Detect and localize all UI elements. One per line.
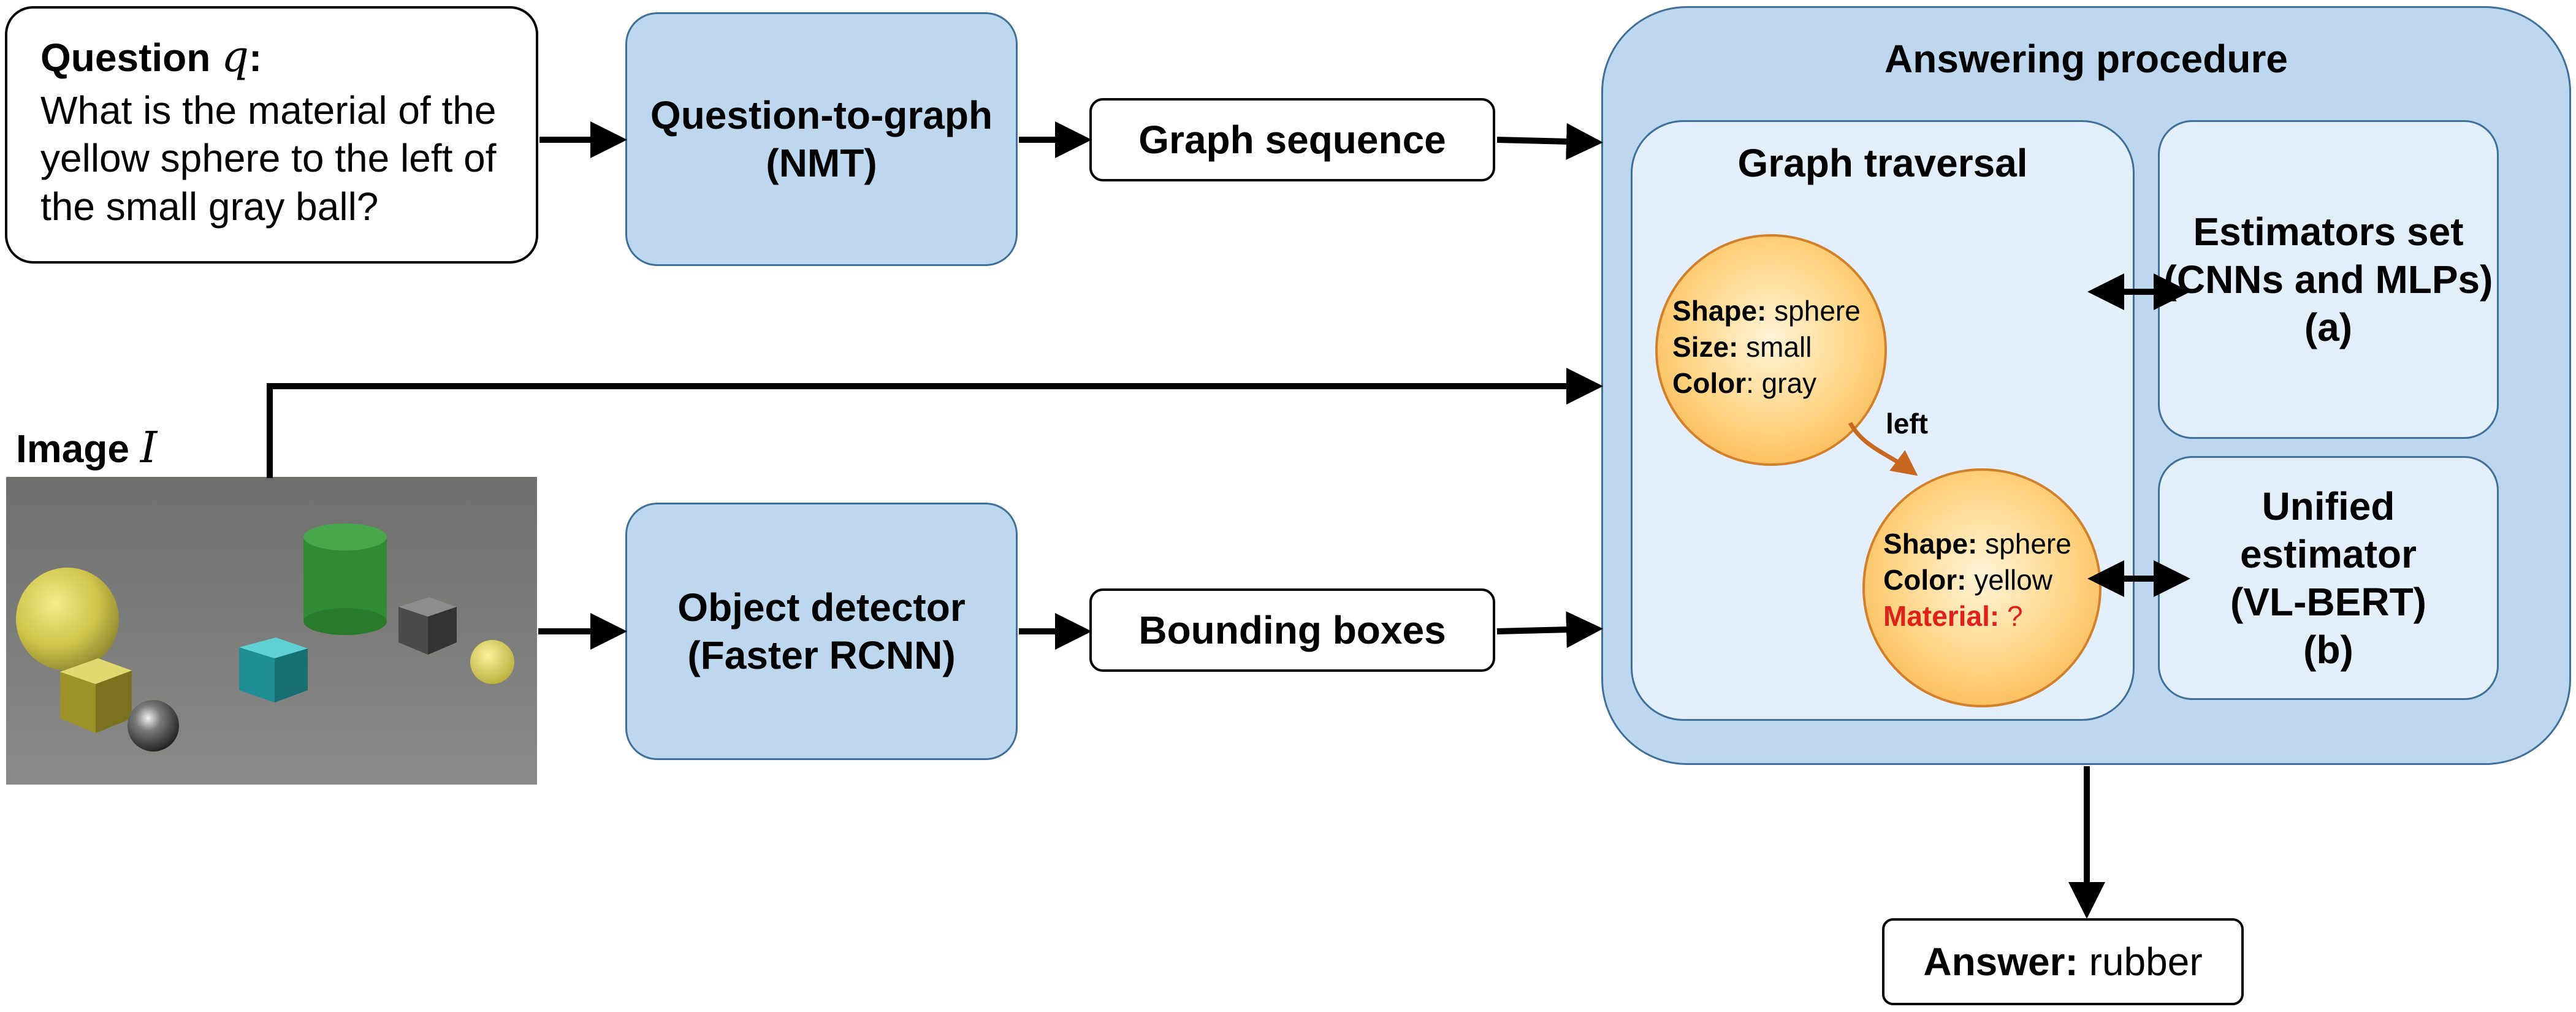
node2-material-value: ? [2006,599,2023,632]
arrow-image-to-answering [267,368,1603,478]
estimators-set-panel: Estimators set (CNNs and MLPs) (a) [2158,120,2499,439]
bounding-boxes-label: Bounding boxes [1138,607,1446,652]
question-line-1: What is the material of the [40,88,497,133]
estimator-a-label: (a) [2304,305,2353,350]
question-to-graph-label: Question-to-graph [650,93,993,137]
estimator-label: estimator [2239,531,2417,576]
node1-attributes: Shape: sphere Size: small Color: gray [1672,293,1861,401]
node1-size-value: small [1746,330,1812,363]
question-symbol: q [221,31,249,82]
edge-arrow-left [1848,422,1918,476]
question-line-3: the small gray ball? [40,184,379,229]
node1-size-key: Size: [1672,330,1739,363]
gray-cube [398,597,457,655]
question-to-graph-module: Question-to-graph (NMT) [625,12,1018,266]
question-line-2: yellow sphere to the left of [40,136,497,181]
unified-estimator-panel: Unified estimator (VL-BERT) (b) [2158,456,2499,700]
cnns-mlps-label: (CNNs and MLPs) [2163,257,2493,302]
image-label: Image [16,427,129,471]
nmt-label: (NMT) [766,141,877,185]
gold-cube [60,658,132,733]
node1-shape-value: sphere [1774,295,1861,327]
question-label: Question [40,36,211,80]
node2-color-key: Color: [1883,563,1967,596]
object-detector-module: Object detector (Faster RCNN) [625,503,1018,760]
graph-sequence-box: Graph sequence [1089,98,1495,181]
green-cylinder [303,523,387,635]
node1-color-value: : gray [1746,367,1817,399]
bounding-boxes-box: Bounding boxes [1089,588,1495,672]
image-heading: Image I [16,422,157,474]
edge-label-left: left [1886,408,1928,439]
question-heading: Question q: [40,31,536,83]
question-colon: : [248,36,262,80]
node2-attributes: Shape: sphere Color: yellow Material: ? [1883,526,2071,634]
node2-color-value: yellow [1974,563,2053,596]
answer-box: Answer: rubber [1882,918,2244,1005]
vl-bert-label: (VL-BERT) [2230,580,2426,624]
metal-sphere [128,700,179,751]
yellow-sphere [16,568,119,671]
unified-label: Unified [2262,484,2395,528]
answer-text: Answer: rubber [1923,938,2202,986]
node2-material-key: Material: [1883,599,2000,632]
answer-key: Answer: [1923,939,2078,984]
node2-shape-key: Shape: [1883,528,1978,560]
question-box: Question q: What is the material of the … [5,6,538,264]
arrow-graph-seq-to-answering [1496,123,1603,160]
answer-value: rubber [2089,939,2203,984]
object-detector-label: Object detector [677,585,966,630]
node1-shape-key: Shape: [1672,295,1767,327]
input-image [6,477,537,785]
graph-sequence-label: Graph sequence [1138,117,1446,162]
node2-shape-value: sphere [1985,528,2071,560]
graph-node-gray-ball [1655,234,1887,466]
arrow-bboxes-to-answering [1496,611,1603,649]
small-yellow-sphere [470,640,514,684]
answering-procedure-title: Answering procedure [1884,37,2288,81]
scene-illustration [6,477,537,785]
graph-traversal-title: Graph traversal [1737,141,2028,185]
estimator-b-label: (b) [2303,628,2353,672]
faster-rcnn-label: (Faster RCNN) [687,633,956,677]
estimators-set-label: Estimators set [2193,209,2464,254]
teal-cube [239,637,308,702]
image-symbol: I [140,422,158,473]
node1-color-key: Color [1672,367,1747,399]
